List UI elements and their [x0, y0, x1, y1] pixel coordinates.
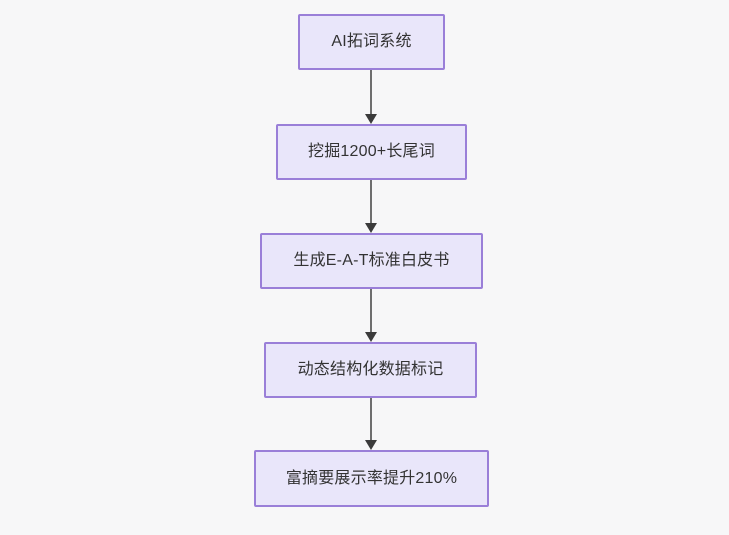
- arrowhead-icon: [365, 440, 377, 450]
- flowchart-node-label: 动态结构化数据标记: [297, 361, 444, 378]
- arrowhead-icon: [365, 332, 377, 342]
- flowchart-node-ai-keyword-system[interactable]: AI拓词系统: [298, 14, 445, 70]
- edge-mine-longtail-keywords-to-generate-eat-whitepaper: [365, 180, 377, 233]
- flowchart-node-label: 富摘要展示率提升210%: [285, 469, 458, 487]
- edge-ai-keyword-system-to-mine-longtail-keywords: [365, 70, 377, 124]
- arrowhead-icon: [365, 223, 377, 233]
- flowchart-node-label: 生成E-A-T标准白皮书: [293, 252, 450, 269]
- arrowhead-icon: [365, 114, 377, 124]
- flowchart-node-rich-snippet-rate-lift[interactable]: 富摘要展示率提升210%: [254, 450, 489, 507]
- flowchart-node-dynamic-structured-data-markup[interactable]: 动态结构化数据标记: [264, 342, 477, 398]
- flowchart-node-label: AI拓词系统: [331, 33, 412, 50]
- flowchart-node-label: 挖掘1200+长尾词: [308, 143, 435, 160]
- flowchart-node-mine-longtail-keywords[interactable]: 挖掘1200+长尾词: [276, 124, 467, 180]
- edge-dynamic-structured-data-markup-to-rich-snippet-rate-lift: [365, 397, 377, 450]
- flowchart-node-generate-eat-whitepaper[interactable]: 生成E-A-T标准白皮书: [260, 233, 483, 289]
- edge-generate-eat-whitepaper-to-dynamic-structured-data-markup: [365, 289, 377, 342]
